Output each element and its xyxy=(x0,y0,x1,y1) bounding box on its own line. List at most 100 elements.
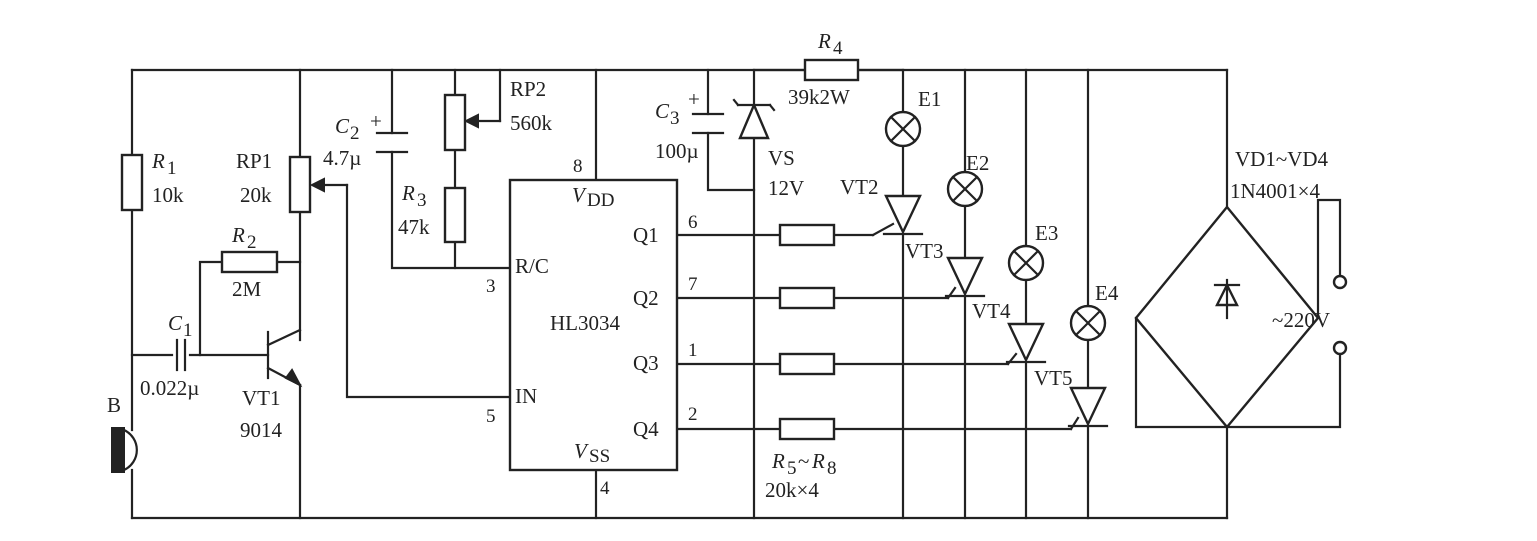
r4-ref: R xyxy=(817,29,831,53)
lamp-e3-label: E3 xyxy=(1035,221,1058,245)
c1-capacitor: C 1 0.022µ xyxy=(140,311,199,400)
r5r8-ref-a: R xyxy=(771,449,785,473)
vs-ref: VS xyxy=(768,146,795,170)
mains-terminal-top xyxy=(1332,274,1348,290)
ic-pin-q2: 7 xyxy=(688,274,698,295)
r1-resistor: R 1 10k xyxy=(120,149,184,212)
lamp-e4-label: E4 xyxy=(1095,281,1119,305)
rp1-value: 20k xyxy=(240,183,272,207)
r2-value: 2M xyxy=(232,277,262,301)
c3-ref-sub: 3 xyxy=(670,108,680,129)
ic-pin-vss: 4 xyxy=(600,478,610,499)
c3-ref: C xyxy=(655,99,670,123)
r4-ref-sub: 4 xyxy=(833,38,843,59)
scr-vt5: VT5 xyxy=(1034,366,1109,431)
ic-pin-vdd: 8 xyxy=(573,156,583,177)
vt1-value: 9014 xyxy=(240,418,283,442)
scr-vt4-label: VT4 xyxy=(972,299,1011,323)
c3-value: 100µ xyxy=(655,139,699,163)
mains-label: ~220V xyxy=(1272,308,1330,332)
c1-ref-sub: 1 xyxy=(183,320,193,341)
lamp-e3: E3 xyxy=(1007,221,1058,282)
ic-pin-label-q3: Q3 xyxy=(633,351,659,375)
ic-pin-label-q1: Q1 xyxy=(633,223,659,247)
r3-value: 47k xyxy=(398,215,430,239)
r5r8-sub-b: 8 xyxy=(827,458,837,479)
ic-pin-rc: 3 xyxy=(486,276,496,297)
ic-vss-label: V xyxy=(574,439,589,463)
lamp-e2-label: E2 xyxy=(966,151,989,175)
c2-ref: C xyxy=(335,114,350,138)
ic-name: HL3034 xyxy=(550,311,620,335)
c2-capacitor: C 2 + 4.7µ xyxy=(323,109,409,170)
r3-ref: R xyxy=(401,181,415,205)
ic-pin-q3: 1 xyxy=(688,340,698,361)
r7-resistor xyxy=(778,352,836,376)
ic-pin-label-q2: Q2 xyxy=(633,286,659,310)
scr-vt3-label: VT3 xyxy=(905,239,944,263)
mains-terminals: ~220V xyxy=(1272,274,1348,356)
r6-resistor xyxy=(778,286,836,310)
rp1-potentiometer: RP1 20k xyxy=(236,149,349,214)
gate-resistors: R 5 ~ R 8 20k×4 xyxy=(765,223,837,502)
c3-polarity: + xyxy=(688,87,700,111)
r5r8-value: 20k×4 xyxy=(765,478,819,502)
c3-capacitor: C 3 + 100µ xyxy=(655,87,725,163)
vt1-ref: VT1 xyxy=(242,386,281,410)
r4-resistor: R 4 39k2W xyxy=(788,29,860,109)
vs-zener-diode: VS 12V xyxy=(732,98,804,200)
ic-vdd-sub: DD xyxy=(587,190,614,211)
bridge-ref: VD1~VD4 xyxy=(1235,147,1329,171)
lamp-e4: E4 xyxy=(1069,281,1119,342)
rp1-ref: RP1 xyxy=(236,149,272,173)
ic-vss-sub: SS xyxy=(589,446,610,467)
r1-value: 10k xyxy=(152,183,184,207)
ic-pin-label-in: IN xyxy=(515,384,537,408)
wires xyxy=(130,68,1342,520)
rp2-value: 560k xyxy=(510,111,553,135)
ic-pin-label-rc: R/C xyxy=(515,254,549,278)
vs-value: 12V xyxy=(768,176,804,200)
r5-resistor xyxy=(778,223,836,247)
rp2-potentiometer: RP2 560k xyxy=(443,77,553,152)
c1-value: 0.022µ xyxy=(140,376,199,400)
mains-terminal-bottom xyxy=(1332,340,1348,356)
b-ref: B xyxy=(107,393,121,417)
r8-resistor xyxy=(778,417,836,441)
c1-ref: C xyxy=(168,311,183,335)
lamp-e2: E2 xyxy=(946,151,989,208)
scr-vt4: VT4 xyxy=(972,299,1047,366)
r1-ref: R xyxy=(151,149,165,173)
bridge-value: 1N4001×4 xyxy=(1230,179,1321,203)
bridge-rectifier: VD1~VD4 1N4001×4 xyxy=(1134,147,1329,429)
r2-ref: R xyxy=(231,223,245,247)
r3-resistor: R 3 47k xyxy=(398,181,467,244)
r5r8-ref-b: R xyxy=(811,449,825,473)
scr-vt5-label: VT5 xyxy=(1034,366,1073,390)
scr-vt2-label: VT2 xyxy=(840,175,879,199)
scr-vt3: VT3 xyxy=(905,239,986,300)
r5r8-sub-a: 5 xyxy=(787,458,797,479)
ic-pin-q1: 6 xyxy=(688,212,698,233)
scr-vt2: VT2 xyxy=(840,175,924,237)
r5r8-range-sep: ~ xyxy=(798,449,809,473)
ic-pin-q4: 2 xyxy=(688,404,698,425)
c2-ref-sub: 2 xyxy=(350,123,360,144)
ic-pin-in: 5 xyxy=(486,406,496,427)
r2-ref-sub: 2 xyxy=(247,232,257,253)
lamp-e1: E1 xyxy=(884,87,941,148)
ic-hl3034: HL3034 V DD V SS R/C IN Q1 Q2 Q3 Q4 8 3 … xyxy=(486,156,698,499)
r1-ref-sub: 1 xyxy=(167,158,177,179)
r2-resistor: R 2 2M xyxy=(220,223,279,301)
b-microphone: B xyxy=(107,393,138,473)
ic-pin-label-q4: Q4 xyxy=(633,417,659,441)
r4-value: 39k2W xyxy=(788,85,850,109)
c2-value: 4.7µ xyxy=(323,146,361,170)
r3-ref-sub: 3 xyxy=(417,190,427,211)
rp2-ref: RP2 xyxy=(510,77,546,101)
ic-vdd-label: V xyxy=(572,183,587,207)
c2-polarity: + xyxy=(370,109,382,133)
vt1-transistor: VT1 9014 xyxy=(240,368,303,442)
lamp-e1-label: E1 xyxy=(918,87,941,111)
